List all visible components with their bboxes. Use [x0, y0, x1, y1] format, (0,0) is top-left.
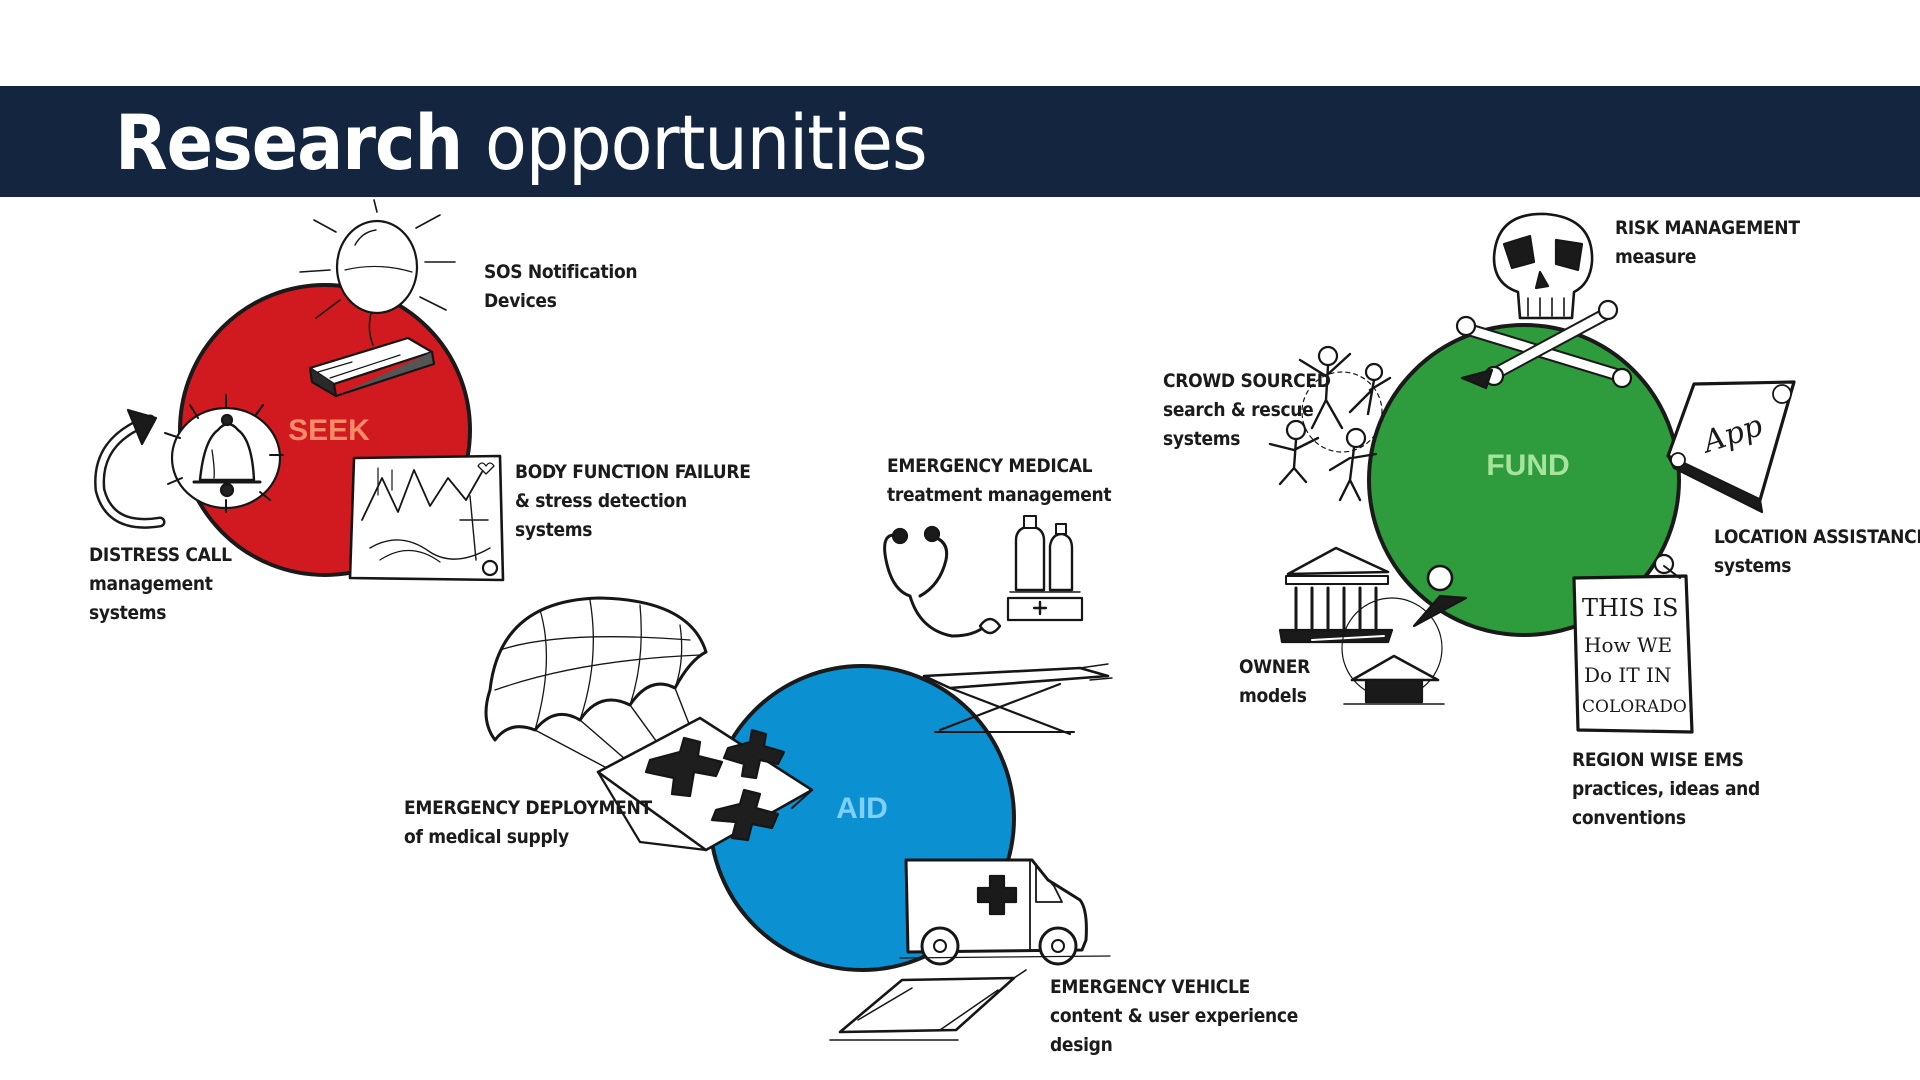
title-light: opportunities [485, 98, 928, 187]
label-vehicle-line2: content & user experience [1050, 1005, 1299, 1027]
label-body: BODY FUNCTION FAILURE & stress detection… [515, 458, 751, 545]
label-medical: EMERGENCY MEDICAL treatment management [887, 452, 1112, 510]
seek-label: SEEK [288, 414, 370, 447]
label-vehicle-line1: EMERGENCY VEHICLE [1050, 976, 1251, 998]
label-medical-line1: EMERGENCY MEDICAL [887, 455, 1093, 477]
tablet-app-icon: App [1666, 380, 1796, 514]
label-owner-line2: models [1239, 685, 1307, 707]
monitor-chart-icon [348, 454, 505, 582]
ambulance-icon [899, 858, 1111, 966]
label-region-line1: REGION WISE EMS [1572, 749, 1744, 771]
phone-arrow-icon [94, 408, 166, 529]
label-vehicle: EMERGENCY VEHICLE content & user experie… [1050, 973, 1298, 1060]
fund-label: FUND [1486, 449, 1569, 482]
bell-icon [164, 394, 284, 513]
label-body-line1: BODY FUNCTION FAILURE [515, 461, 751, 483]
label-crowd-line2: search & rescue [1163, 399, 1314, 421]
label-region-line2: practices, ideas and [1572, 778, 1760, 800]
sign-line-1: THIS IS [1582, 594, 1678, 622]
label-crowd-line1: CROWD SOURCED [1163, 370, 1331, 392]
label-location: LOCATION ASSISTANCE systems [1714, 523, 1920, 581]
label-body-line3: systems [515, 519, 593, 541]
label-crowd: CROWD SOURCED search & rescue systems [1163, 367, 1331, 454]
label-deployment: EMERGENCY DEPLOYMENT of medical supply [404, 794, 652, 852]
sign-line-4: COLORADO! [1582, 697, 1694, 717]
parachute-icon [484, 596, 708, 776]
label-crowd-line3: systems [1163, 428, 1241, 450]
oxygen-tank-icon [1006, 515, 1084, 622]
label-vehicle-line3: design [1050, 1034, 1113, 1056]
header-bar [0, 86, 1920, 197]
aid-label: AID [836, 792, 888, 825]
label-sos: SOS Notification Devices [484, 258, 638, 316]
sos-device-icon [308, 336, 436, 398]
label-body-line2: & stress detection [515, 490, 687, 512]
medical-crate-icon [596, 716, 814, 852]
label-owner-line1: OWNER [1239, 656, 1311, 678]
house-icon [1341, 597, 1445, 705]
label-distress: DISTRESS CALL management systems [89, 541, 232, 628]
sign-line-3: Do IT IN [1584, 663, 1671, 687]
fund-circle [1367, 323, 1681, 637]
label-region-line3: conventions [1572, 807, 1686, 829]
skull-crossbones-icon [1455, 212, 1633, 390]
bank-icon [1278, 546, 1394, 644]
sign-line-2: How WE [1584, 633, 1672, 657]
people-icon [1268, 345, 1392, 502]
sign-icon: THIS IS How WE Do IT IN COLORADO! [1572, 565, 1694, 734]
stretcher-icon [922, 663, 1113, 736]
label-region: REGION WISE EMS practices, ideas and con… [1572, 746, 1760, 833]
label-sos-line2: Devices [484, 290, 557, 312]
balloon-icon [299, 199, 456, 346]
stethoscope-icon [883, 525, 1002, 638]
label-distress-line1: DISTRESS CALL [89, 544, 232, 566]
label-deployment-line2: of medical supply [404, 826, 569, 848]
label-location-line2: systems [1714, 555, 1792, 577]
label-medical-line2: treatment management [887, 484, 1112, 506]
label-risk: RISK MANAGEMENT measure [1615, 214, 1800, 272]
label-distress-line2: management [89, 573, 213, 595]
title-bold: Research [115, 98, 463, 187]
page-title: Research opportunities [115, 98, 928, 188]
label-owner: OWNER models [1239, 653, 1310, 711]
stretcher-bottom-icon [829, 969, 1027, 1041]
label-risk-line2: measure [1615, 246, 1697, 268]
label-deployment-line1: EMERGENCY DEPLOYMENT [404, 797, 652, 819]
label-risk-line1: RISK MANAGEMENT [1615, 217, 1800, 239]
label-distress-line3: systems [89, 602, 167, 624]
label-location-line1: LOCATION ASSISTANCE [1714, 526, 1920, 548]
label-sos-line1: SOS Notification [484, 261, 638, 283]
